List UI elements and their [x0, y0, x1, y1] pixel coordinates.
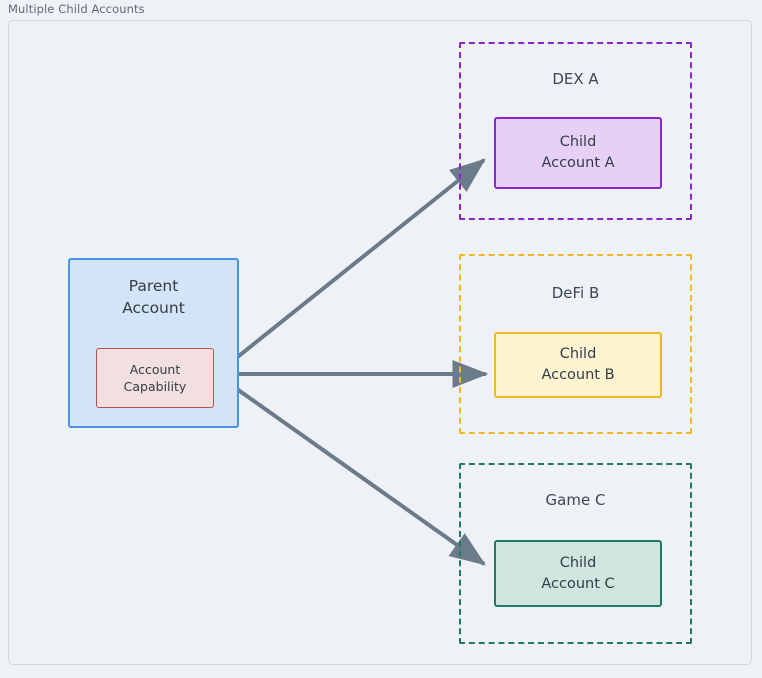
child-account-a-node[interactable]: Child Account A: [494, 117, 662, 189]
child-account-c-node[interactable]: Child Account C: [494, 540, 662, 607]
child-account-b-label-line1: Child: [559, 346, 597, 363]
child-account-a-label-line2: Account A: [541, 155, 615, 171]
group-dex-a-label: DEX A: [552, 70, 599, 88]
account-capability-label-line1: Account: [129, 361, 181, 377]
group-game-c[interactable]: Game C Child Account C: [459, 463, 692, 644]
parent-account-node[interactable]: Parent Account Account Capability: [68, 258, 239, 428]
group-defi-b-label: DeFi B: [551, 284, 600, 302]
child-account-b-label-line2: Account B: [541, 367, 615, 383]
parent-account-label-line2: Account: [122, 299, 185, 317]
child-account-c-label-line2: Account C: [541, 575, 615, 592]
child-account-b-node[interactable]: Child Account B: [494, 332, 662, 398]
group-defi-b[interactable]: DeFi B Child Account B: [459, 254, 692, 434]
account-capability-node[interactable]: Account Capability: [96, 348, 214, 408]
child-account-c-label-line1: Child: [559, 554, 597, 571]
child-account-a-label-line1: Child: [559, 134, 597, 151]
parent-account-label-line1: Parent: [128, 277, 179, 295]
account-capability-label-line2: Capability: [123, 379, 187, 394]
group-game-c-label: Game C: [545, 491, 606, 509]
group-dex-a[interactable]: DEX A Child Account A: [459, 42, 692, 220]
parent-account-label: Parent Account: [122, 275, 185, 319]
diagram-title: Multiple Child Accounts: [8, 2, 145, 16]
diagram-frame: [8, 20, 752, 665]
